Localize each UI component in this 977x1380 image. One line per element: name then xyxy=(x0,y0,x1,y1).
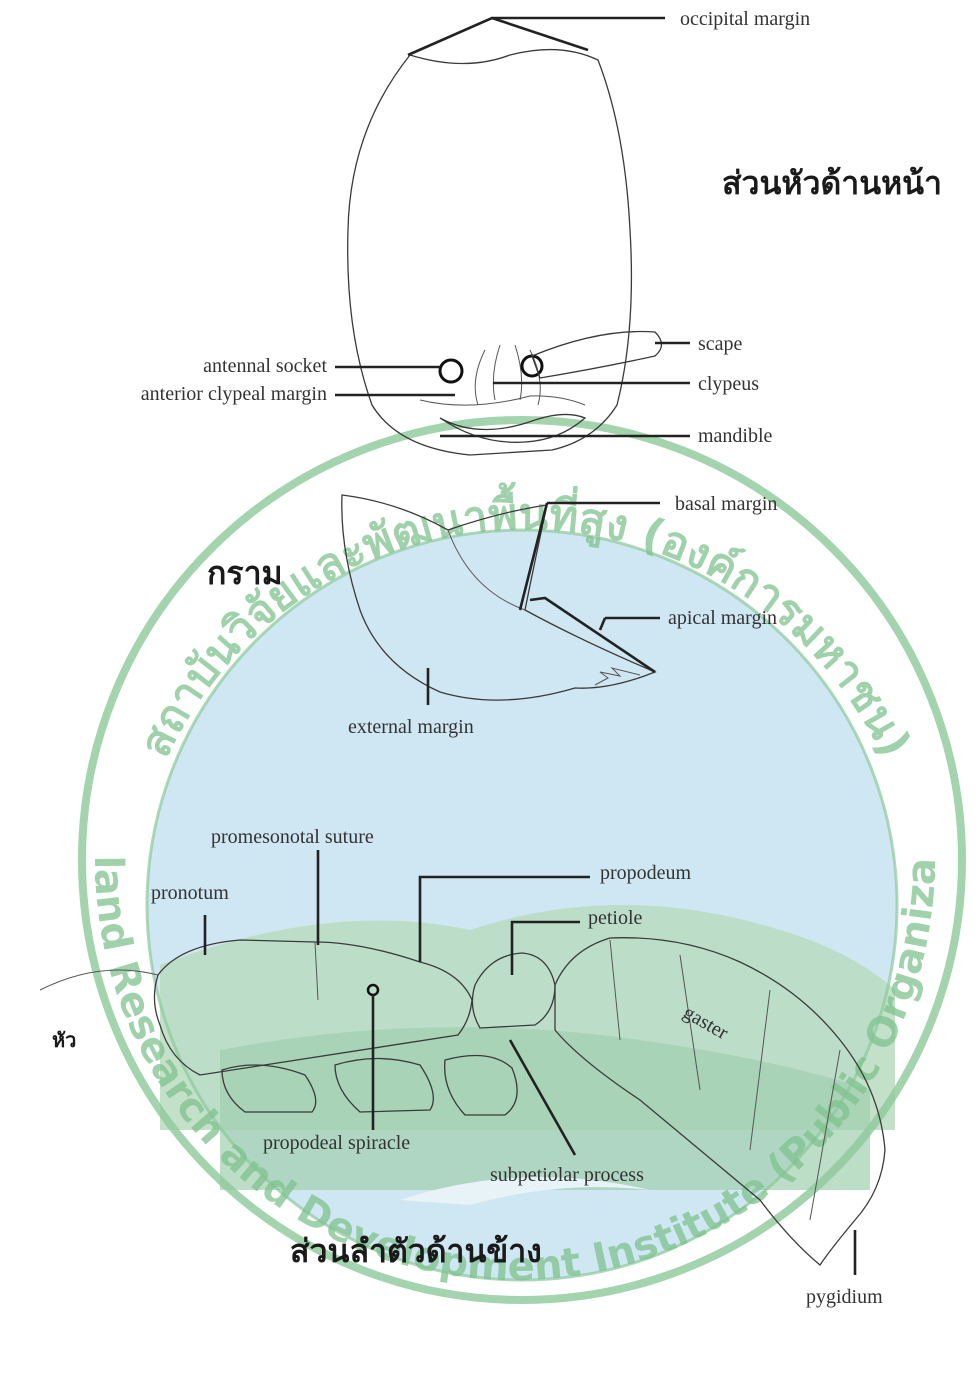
label-basal-margin: basal margin xyxy=(675,493,777,515)
label-subpetiolar-process: subpetiolar process xyxy=(490,1164,644,1186)
scape-segment xyxy=(532,332,662,379)
label-mandible: mandible xyxy=(698,425,773,447)
label-head-small: หัว xyxy=(52,1028,76,1052)
clypeus-line xyxy=(420,396,585,405)
label-petiole: petiole xyxy=(588,907,643,929)
label-external-margin: external margin xyxy=(348,716,474,738)
heading-body-side: ส่วนลำตัวด้านข้าง xyxy=(290,1232,542,1270)
label-propodeum: propodeum xyxy=(600,862,692,884)
label-antennal-socket: antennal socket xyxy=(203,355,327,377)
label-pygidium: pygidium xyxy=(806,1286,883,1308)
label-anterior-clypeal-margin: anterior clypeal margin xyxy=(141,383,327,405)
label-clypeus: clypeus xyxy=(698,373,759,395)
label-propodeal-spiracle: propodeal spiracle xyxy=(263,1132,410,1154)
antennal-socket-right xyxy=(522,356,542,376)
frontal-carina-right-inner xyxy=(515,345,522,400)
antennal-socket-left xyxy=(440,360,462,382)
frontal-carina-left xyxy=(475,350,485,405)
heading-mandible: กราม xyxy=(207,554,283,592)
label-promesonotal-suture: promesonotal suture xyxy=(211,826,374,848)
label-occipital-margin: occipital margin xyxy=(680,8,810,30)
frontal-carina-left-inner xyxy=(493,345,500,400)
label-scape: scape xyxy=(698,333,743,355)
label-pronotum: pronotum xyxy=(151,882,229,904)
heading-head-front: ส่วนหัวด้านหน้า xyxy=(722,164,942,202)
label-apical-margin: apical margin xyxy=(668,607,777,629)
head-frontal-view xyxy=(335,18,690,455)
